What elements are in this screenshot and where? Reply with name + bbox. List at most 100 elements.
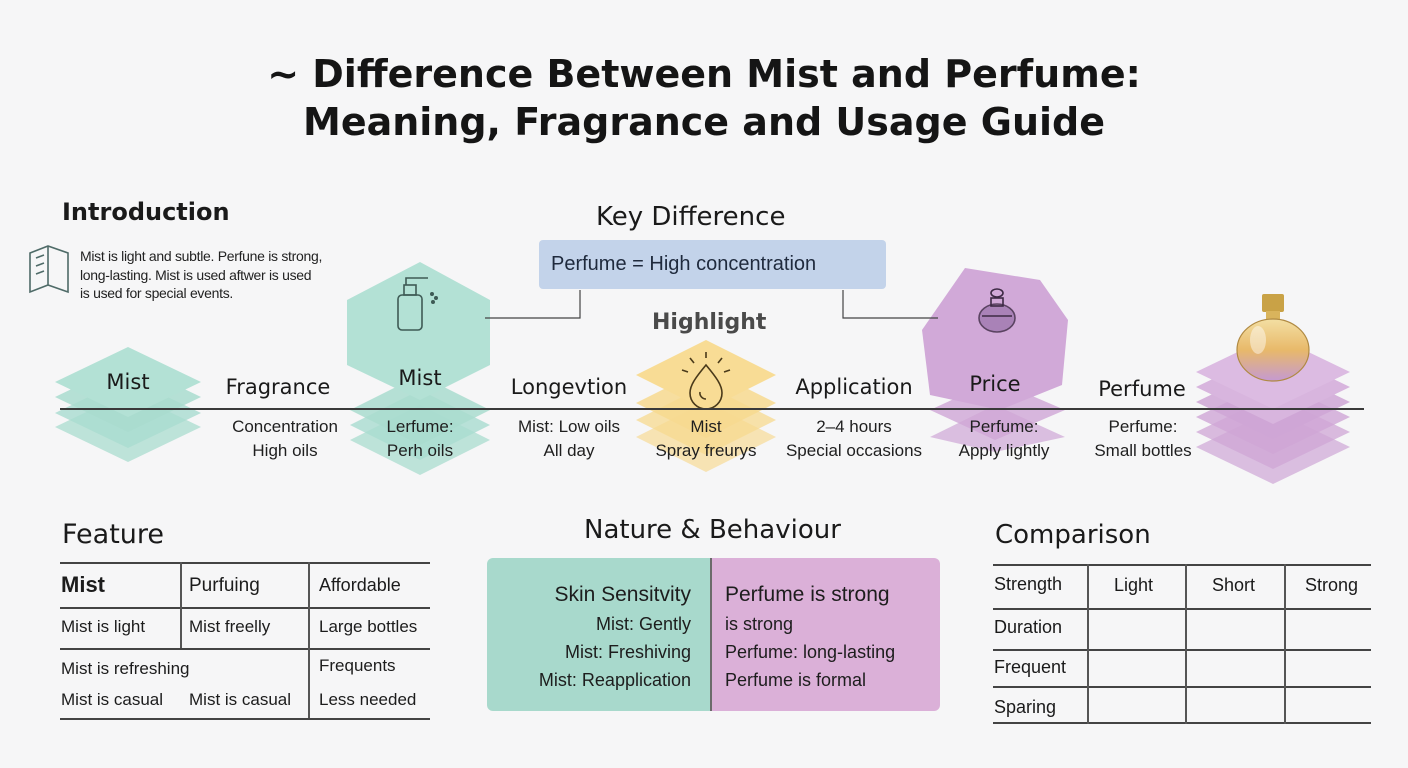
feature-vline-1 — [180, 562, 182, 648]
cmp-header-cell: Strength — [994, 574, 1063, 594]
introduction-heading: Introduction — [62, 198, 230, 226]
comparison-table: Strength Light Short Strong Duration Fre… — [993, 564, 1371, 724]
step-application-sub: 2–4 hours Special occasions — [776, 415, 932, 463]
feature-cell: Large bottles — [319, 617, 418, 636]
key-connector-right — [842, 290, 938, 319]
mist2-sub-1: Lerfume: — [386, 417, 454, 436]
highlight-sub-2: Spray freurys — [655, 441, 757, 460]
cmp-rule — [993, 686, 1371, 688]
step-perfume-sub: Perfume: Small bottles — [1082, 415, 1204, 463]
cmp-row-label: Sparing — [994, 697, 1057, 717]
highlight-label: Highlight — [652, 310, 767, 335]
feature-cell: Purfuing — [189, 575, 260, 596]
fragrance-sub-1: Concentration — [232, 417, 338, 436]
nature-right-line: Perfume: long-lasting — [725, 642, 896, 662]
step-perfume-label: Perfume — [1098, 377, 1186, 401]
nature-left-line: Skin Sensitvity — [554, 583, 691, 606]
key-connector-left — [485, 290, 581, 319]
step-mist-label: Mist — [106, 370, 150, 394]
perfume-sub-1: Perfume: — [1108, 417, 1178, 436]
intro-line-2: long-lasting. Mist is used aftwer is use… — [80, 266, 312, 283]
cmp-rule — [993, 564, 1371, 566]
comparison-heading: Comparison — [995, 520, 1151, 550]
price-sub-2: Apply lightly — [958, 441, 1050, 460]
application-sub-1: 2–4 hours — [816, 417, 892, 436]
spray-bottle-icon — [397, 277, 438, 331]
nature-heading: Nature & Behaviour — [584, 515, 841, 545]
book-icon — [29, 245, 69, 294]
cmp-header-cell: Strong — [1305, 575, 1359, 595]
nature-panel: Skin Sensitvity Mist: Gently Mist: Fresh… — [487, 558, 940, 711]
highlight-gold-stack — [636, 340, 776, 472]
cmp-header-cell: Light — [1114, 575, 1154, 595]
feature-heading: Feature — [62, 519, 165, 550]
step-price-label: Price — [969, 372, 1021, 396]
step-mist-2-label: Mist — [398, 366, 442, 390]
cmp-row-label: Duration — [994, 617, 1063, 637]
title-line-2: Meaning, Fragrance and Usage Guide — [303, 100, 1105, 144]
feature-cell: Frequents — [319, 656, 396, 675]
step-highlight-sub: Mist Spray freurys — [636, 415, 776, 463]
perfume-sub-2: Small bottles — [1094, 441, 1192, 460]
nature-mist-column: Skin Sensitvity Mist: Gently Mist: Fresh… — [487, 558, 710, 711]
feature-cell: Mist is refreshing — [61, 659, 190, 678]
feature-cell: Mist freelly — [189, 617, 271, 636]
price-sub-1: Perfume: — [969, 417, 1039, 436]
feature-cell: Less needed — [319, 690, 417, 709]
step-mist-2-sub: Lerfume: Perh oils — [360, 415, 480, 463]
feature-rule-1 — [60, 607, 430, 609]
feature-rule-2 — [60, 648, 430, 650]
longevtion-sub-1: Mist: Low oils — [517, 417, 621, 436]
highlight-sub-1: Mist — [690, 417, 722, 436]
page-title: ~ Difference Between Mist and Perfume: M… — [0, 50, 1408, 146]
perfume-bottle-icon — [978, 288, 1016, 333]
cmp-row-label: Frequent — [994, 657, 1067, 677]
cmp-vline — [1185, 564, 1187, 724]
intro-line-3: is used for special events. — [80, 285, 233, 301]
feature-vline-2 — [308, 562, 310, 718]
cmp-rule — [993, 649, 1371, 651]
key-difference-box: Perfume = High concentration — [539, 240, 886, 289]
step-longevtion-sub: Mist: Low oils All day — [504, 415, 634, 463]
feature-cell: Mist — [61, 572, 105, 597]
cmp-rule — [993, 608, 1371, 610]
feature-bottom-rule — [60, 718, 430, 720]
title-line-1: ~ Difference Between Mist and Perfume: — [267, 52, 1141, 96]
nature-left-line: Mist: Reapplication — [538, 670, 691, 690]
nature-divider — [710, 558, 712, 711]
feature-cell: Affordable — [319, 575, 401, 595]
cmp-vline — [1087, 564, 1089, 724]
feature-top-rule — [60, 562, 430, 564]
mist-stack-1 — [55, 347, 201, 462]
longevtion-sub-2: All day — [543, 441, 595, 460]
fragrance-sub-2: High oils — [252, 441, 318, 460]
application-sub-2: Special occasions — [785, 441, 923, 460]
feature-cell: Mist is light — [61, 617, 146, 636]
nature-right-line: Perfume is formal — [725, 670, 867, 690]
nature-left-line: Mist: Gently — [595, 614, 691, 634]
feature-cell: Mist is casual — [189, 690, 292, 709]
cmp-header-cell: Short — [1212, 575, 1256, 595]
introduction-text: Mist is light and subtle. Perfune is str… — [80, 247, 370, 303]
step-price-sub: Perfume: Apply lightly — [942, 415, 1066, 463]
intro-line-1: Mist is light and subtle. Perfune is str… — [80, 248, 323, 264]
mist-hexagon-spray — [347, 262, 490, 475]
key-difference-heading: Key Difference — [596, 202, 786, 232]
perfume-bottle-illustration — [1236, 294, 1310, 382]
nature-left-line: Mist: Freshiving — [564, 642, 691, 662]
step-application-label: Application — [795, 375, 913, 399]
feature-cell: Mist is casual — [61, 690, 164, 709]
step-fragrance-sub: Concentration High oils — [215, 415, 355, 463]
step-fragrance-label: Fragrance — [225, 375, 331, 399]
nature-right-line: Perfume is strong — [725, 583, 890, 606]
perfume-lilac-stack — [1196, 335, 1350, 484]
cmp-vline — [1284, 564, 1286, 724]
cmp-rule — [993, 722, 1371, 724]
nature-right-line: is strong — [725, 614, 794, 634]
nature-perfume-column: Perfume is strong is strong Perfume: lon… — [712, 558, 940, 711]
step-longevtion-label: Longevtion — [510, 375, 628, 399]
price-lilac-stack — [922, 268, 1068, 452]
timeline-line — [60, 408, 1364, 410]
mist2-sub-2: Perh oils — [386, 441, 454, 460]
